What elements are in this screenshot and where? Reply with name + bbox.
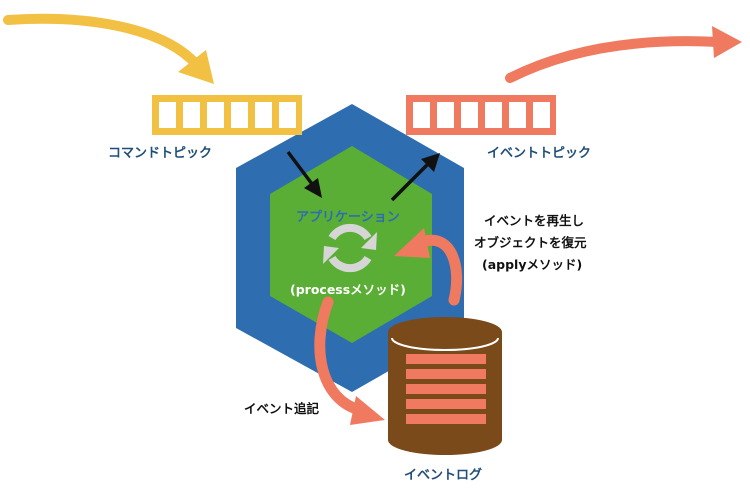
event-log-store	[388, 317, 502, 455]
process-method-label: (processメソッド)	[290, 282, 406, 297]
app-to-event-arrow	[390, 153, 440, 202]
append-arrow	[314, 296, 385, 425]
replay-line-1: イベントを再生し	[484, 213, 585, 228]
event-topic-queue	[406, 95, 556, 135]
application-hexagon-inner	[270, 146, 432, 343]
replay-line-3: (applyメソッド)	[482, 257, 583, 272]
event-topic-label: イベントトピック	[487, 146, 592, 161]
outgoing-event-arrow	[505, 26, 742, 83]
command-topic-label: コマンドトピック	[108, 146, 213, 161]
refresh-icon	[323, 223, 377, 273]
event-log-label: イベントログ	[404, 468, 483, 483]
append-event-label: イベント追記	[244, 401, 320, 416]
incoming-command-arrow	[3, 13, 214, 84]
command-to-app-arrow	[286, 150, 322, 198]
replay-line-2: オブジェクトを復元	[474, 235, 587, 250]
command-topic-queue	[152, 95, 302, 135]
application-label: アプリケーション	[296, 210, 400, 225]
replay-arrow	[394, 228, 463, 306]
